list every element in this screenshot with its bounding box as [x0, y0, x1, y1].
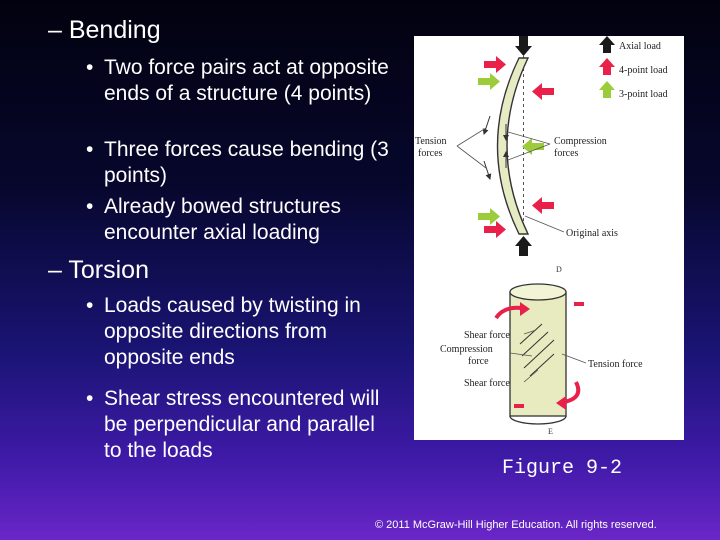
torsion-twist-arrows: [494, 305, 581, 404]
bullet-dot: •: [86, 195, 94, 218]
twist-top-arrow-icon: [494, 305, 523, 320]
compression-force-label: Compression: [440, 344, 493, 355]
four-point-arrow-icon: [532, 197, 554, 214]
torsion-red-tick-icon: [574, 302, 584, 306]
tension-force-label: Tension force: [588, 359, 643, 370]
panel-d-label: D: [556, 265, 562, 274]
label-pointer-lines: [456, 127, 565, 233]
twist-top-arrowhead-icon: [520, 302, 530, 316]
copyright-notice: © 2011 McGraw-Hill Higher Education. All…: [375, 519, 657, 531]
legend-3-point-arrow-icon: [599, 81, 615, 98]
original-axis-label: Original axis: [566, 228, 618, 239]
compression-force-label-2: force: [468, 356, 489, 367]
bullet-dot: •: [86, 294, 94, 317]
legend-4-point-label: 4-point load: [619, 65, 668, 76]
panel-e-label: E: [548, 427, 553, 436]
legend-4-point-arrow-icon: [599, 58, 615, 75]
legend: Axial load 4-point load 3-point load: [599, 36, 668, 100]
bullet-dot: •: [86, 56, 94, 79]
bullet-text: Loads caused by twisting in opposite dir…: [104, 294, 361, 369]
torsion-bullet-2: • Shear stress encountered will be perpe…: [86, 386, 396, 464]
bent-beam: [496, 57, 530, 235]
compression-forces-label: Compression: [554, 136, 607, 147]
bullet-text: Already bowed structures encounter axial…: [104, 195, 341, 244]
three-point-arrow-icon: [522, 138, 544, 155]
four-point-arrow-icon: [484, 56, 506, 73]
legend-3-point-label: 3-point load: [619, 89, 668, 100]
torsion-red-tick-icon: [514, 404, 524, 408]
four-point-arrow-icon: [532, 83, 554, 100]
tension-forces-label-2: forces: [418, 148, 443, 159]
bullet-dot: •: [86, 387, 94, 410]
tension-forces-label: Tension: [415, 136, 447, 147]
bullet-dot: •: [86, 138, 94, 161]
bending-bullet-2: • Three forces cause bending (3 points): [86, 137, 396, 189]
axial-bottom-arrow-icon: [515, 236, 532, 256]
axial-top-arrow-icon: [515, 36, 532, 56]
twist-bottom-arrowhead-icon: [556, 396, 566, 410]
bending-bullet-1: • Two force pairs act at opposite ends o…: [86, 55, 396, 107]
bullet-text: Two force pairs act at opposite ends of …: [104, 56, 389, 105]
figure-caption: Figure 9-2: [502, 457, 623, 480]
bending-bullet-3: • Already bowed structures encounter axi…: [86, 194, 396, 246]
heading-torsion: – Torsion: [48, 256, 149, 284]
figure-panel: Axial load 4-point load 3-point load: [414, 36, 684, 440]
beam-force-arrows: [482, 115, 509, 180]
twist-bottom-arrow-icon: [563, 381, 581, 404]
three-point-arrows: [478, 73, 544, 225]
four-point-arrow-icon: [484, 221, 506, 238]
torsion-pointer-lines: [509, 329, 587, 383]
bullet-text: Three forces cause bending (3 points): [104, 138, 389, 187]
shear-force-top-label: Shear force: [464, 330, 510, 341]
figure-illustration: Axial load 4-point load 3-point load: [415, 36, 668, 436]
bullet-text: Shear stress encountered will be perpend…: [104, 387, 380, 462]
legend-axial-arrow-icon: [599, 36, 615, 53]
shear-force-bottom-label: Shear force: [464, 378, 510, 389]
three-point-arrow-icon: [478, 73, 500, 90]
compression-forces-label-2: forces: [554, 148, 579, 159]
heading-bending: – Bending: [48, 16, 161, 44]
legend-axial-label: Axial load: [619, 41, 661, 52]
torsion-bullet-1: • Loads caused by twisting in opposite d…: [86, 293, 396, 371]
three-point-arrow-icon: [478, 208, 500, 225]
four-point-arrows: [484, 56, 554, 238]
